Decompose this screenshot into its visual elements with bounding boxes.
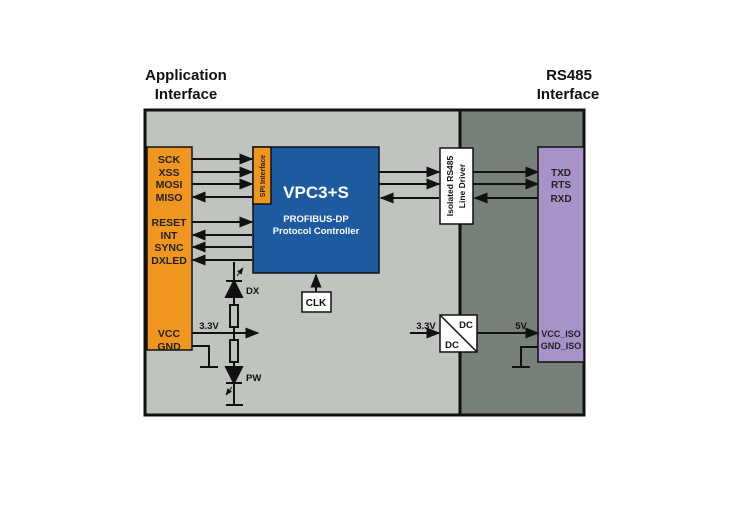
pw-led-icon (224, 366, 244, 386)
application-heading-line1: Application (145, 67, 227, 84)
pin-rxd: RXD (550, 194, 571, 205)
controller-title: VPC3+S (283, 183, 349, 202)
rs485-line-driver-block (439, 147, 474, 225)
pin-miso: MISO (156, 192, 183, 204)
pin-vcc-iso: VCC_ISO (541, 329, 581, 339)
dx-led-icon (224, 278, 244, 298)
pin-int: INT (161, 230, 179, 242)
dcdc-output-label: 5V (515, 321, 527, 332)
pin-rts: RTS (551, 180, 571, 191)
rs485-heading-line2: Interface (536, 86, 600, 103)
line-driver-label2: Line Driver (457, 163, 467, 208)
application-interface-heading: Application Interface (136, 66, 236, 104)
spi-signal-lines (191, 153, 254, 266)
supply-label: 3.3V (199, 321, 219, 332)
controller-subtitle1: PROFIBUS-DP (283, 214, 349, 225)
rs485-heading-line1: RS485 (546, 67, 592, 84)
rs485-pins-block (537, 146, 585, 363)
pin-gnd-iso: GND_ISO (541, 341, 582, 351)
line-driver-label1: Isolated RS485 (445, 155, 455, 216)
pin-txd: TXD (551, 168, 571, 179)
led-circuit (192, 262, 260, 406)
pin-reset: RESET (151, 217, 187, 229)
pin-dxled: DXLED (151, 255, 187, 267)
dcdc-top-label: DC (459, 320, 473, 331)
vpc3s-controller-block (252, 146, 380, 274)
dcdc-input-label: 3.3V (416, 321, 436, 332)
resistor-dx (229, 304, 239, 328)
pin-vcc: VCC (158, 328, 181, 340)
pin-sync: SYNC (154, 242, 184, 254)
driver-signal-lines (379, 166, 540, 204)
dx-led-label: DX (246, 286, 260, 297)
application-heading-line2: Interface (154, 86, 218, 103)
dcdc-bottom-label: DC (445, 340, 459, 351)
pin-mosi: MOSI (156, 179, 183, 191)
application-pins-block (146, 146, 193, 351)
iso-ground (512, 346, 538, 368)
clk-label: CLK (306, 298, 327, 309)
pin-sck: SCK (158, 154, 181, 166)
pin-gnd: GND (157, 341, 181, 353)
clk-block (301, 291, 332, 313)
resistor-pw (229, 339, 239, 363)
rs485-interface-heading: RS485 Interface (510, 66, 610, 104)
controller-subtitle2: Protocol Controller (273, 226, 360, 237)
spi-interface-label: SPI Interface (260, 155, 267, 198)
pw-led-label: PW (246, 373, 261, 384)
pin-xss: XSS (158, 167, 179, 179)
